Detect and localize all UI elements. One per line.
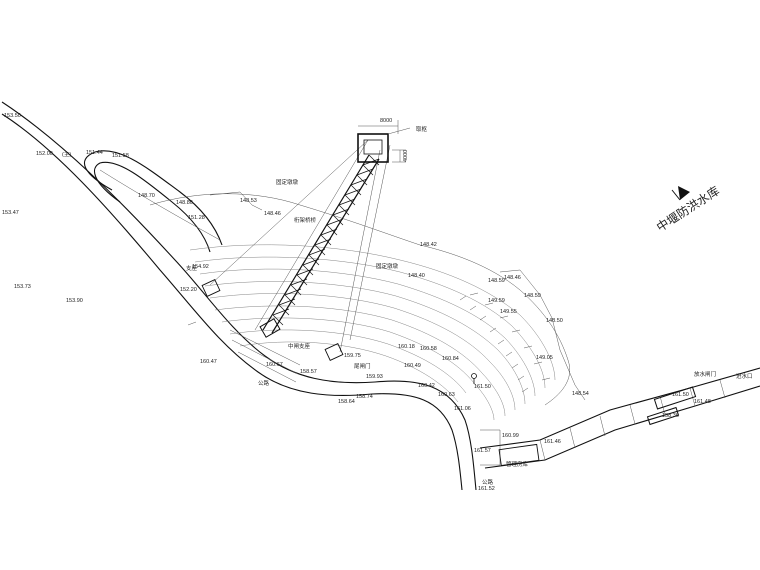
- elevation-label: 148.40: [408, 273, 425, 279]
- switchback-road: [83, 150, 223, 253]
- survey-marker-icon: [471, 373, 477, 384]
- elevation-label: 160.67: [266, 362, 283, 368]
- label-fixed-pier-1: 固定墩墩: [276, 178, 299, 186]
- elevation-label: 160.47: [200, 359, 217, 365]
- elevation-label: 151.58: [112, 153, 129, 159]
- label-road-1: 公路: [258, 379, 270, 387]
- elevation-label: 149.59: [488, 298, 505, 304]
- elevation-label: 148.42: [420, 242, 437, 248]
- spot-elevations: 153.50 152.00 151.44 151.58 148.70 148.8…: [2, 113, 711, 492]
- elevation-label: 158.36: [662, 413, 679, 419]
- suspension-cables: [209, 139, 391, 353]
- label-outlet-gate: 放水闸门: [694, 370, 716, 378]
- elevation-label: 152.00: [36, 151, 53, 157]
- label-tailgate: 尾闸门: [354, 362, 371, 370]
- elevation-label: 148.70: [138, 193, 155, 199]
- reservoir-contours: [189, 244, 556, 421]
- elevation-label: 148.53: [240, 198, 257, 204]
- elevation-label: 148.46: [504, 275, 521, 281]
- elevation-label: 160.63: [438, 392, 455, 398]
- elevation-label: 148.50: [546, 318, 563, 324]
- intake-tower: [357, 120, 411, 163]
- elevation-label: 148.46: [264, 211, 281, 217]
- gate-house: [498, 386, 697, 467]
- elevation-label: 161.46: [544, 439, 561, 445]
- north-arrow-icon: [671, 186, 690, 201]
- label-side-support: 支座: [186, 264, 198, 272]
- elevation-label: 158.57: [300, 369, 317, 375]
- label-fixed-pier-2: 固定墩墩: [376, 262, 399, 270]
- slope-hatching: [459, 292, 551, 393]
- elevation-label: 158.74: [356, 394, 373, 400]
- label-road-2: 公路: [482, 478, 494, 486]
- elevation-label: 161.50: [474, 384, 491, 390]
- elevation-label: 153.73: [14, 284, 31, 290]
- elevation-label: 161.57: [474, 448, 491, 454]
- reservoir-title: 中堰防洪水库: [653, 183, 722, 235]
- elevation-label: 148.59: [524, 293, 541, 299]
- label-left: 进水口: [736, 372, 753, 380]
- reservoir-boundary: [149, 191, 586, 406]
- label-pipe-room: 管理房库: [506, 460, 529, 468]
- label-tower: 取枢: [416, 125, 428, 133]
- elevation-label: 159.93: [366, 374, 383, 380]
- label-dim-side: 4000: [403, 150, 409, 162]
- elevation-label: 153.47: [2, 210, 19, 216]
- elevation-label: 160.18: [398, 344, 415, 350]
- elevation-label: 160.99: [502, 433, 519, 439]
- label-dim-top: 8000: [380, 118, 392, 124]
- label-gate-support: 中闸支座: [288, 342, 311, 350]
- elevation-label: 161.50: [672, 392, 689, 398]
- elevation-label: 148.59: [488, 278, 505, 284]
- elevation-label: 160.42: [418, 383, 435, 389]
- elevation-label: 160.49: [404, 363, 421, 369]
- elevation-label: 151.28: [188, 215, 205, 221]
- elevation-label: 148.54: [572, 391, 589, 397]
- elevation-label: 159.75: [344, 353, 361, 359]
- piers: [201, 279, 344, 361]
- elevation-label: 149.55: [500, 309, 517, 315]
- label-misc: (主): [62, 150, 71, 158]
- elevation-label: 158.64: [338, 399, 355, 405]
- elevation-label: 149.05: [536, 355, 553, 361]
- elevation-label: 151.44: [86, 150, 103, 156]
- elevation-label: 153.90: [66, 298, 83, 304]
- elevation-label: 154.92: [192, 264, 209, 270]
- elevation-label: 160.84: [442, 356, 459, 362]
- elevation-label: 148.80: [176, 200, 193, 206]
- elevation-label: 161.48: [694, 399, 711, 405]
- elevation-label: 152.20: [180, 287, 197, 293]
- label-truss-bridge: 桁架桥桥: [294, 216, 317, 224]
- lower-works: [187, 321, 501, 466]
- elevation-label: 161.06: [454, 406, 471, 412]
- access-road-east: [479, 367, 760, 469]
- elevation-label: 153.50: [4, 113, 21, 119]
- elevation-label: 160.58: [420, 346, 437, 352]
- elevation-label: 161.52: [478, 486, 495, 492]
